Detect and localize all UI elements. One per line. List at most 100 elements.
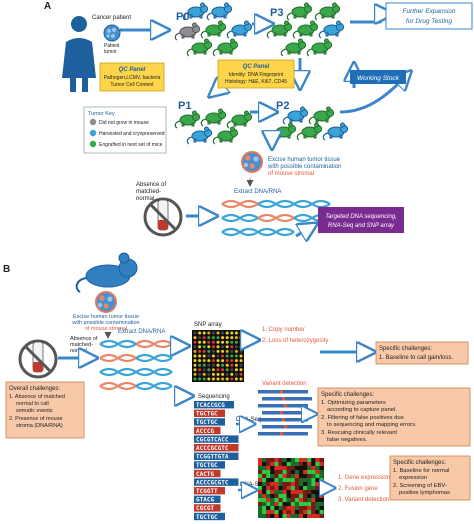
tumor-key-item-1: Did not grow in mouse xyxy=(99,120,149,126)
heatmap-cell xyxy=(274,498,279,502)
read-sequence: ACCCGCGTC xyxy=(196,479,229,486)
absence-b-line-2: matched- xyxy=(70,342,93,348)
heatmap-cell xyxy=(258,470,263,474)
variant-mark xyxy=(282,397,285,401)
heatmap-cell xyxy=(262,470,267,474)
heatmap-cell xyxy=(303,474,308,478)
expansion-line-1: Further Expansion xyxy=(402,8,455,15)
heatmap-cell xyxy=(299,490,304,494)
heatmap-cell xyxy=(286,506,291,510)
heatmap-cell xyxy=(319,502,324,506)
heatmap-cell xyxy=(282,474,287,478)
heatmap-cell xyxy=(290,494,295,498)
patient-label: Cancer patient xyxy=(92,15,131,21)
qc-panel-1-title: QC Panel xyxy=(119,67,146,73)
heatmap-cell xyxy=(258,506,263,510)
heatmap-cell xyxy=(286,458,291,462)
expansion-line-2: for Drug Testing xyxy=(406,18,452,25)
read-bar xyxy=(194,401,234,409)
heatmap-cell xyxy=(278,482,283,486)
heatmap-cell xyxy=(278,498,283,502)
heatmap-cell xyxy=(319,474,324,478)
heatmap-cell xyxy=(278,486,283,490)
tumor-key-item-2: Harvested and cryopreserved xyxy=(99,131,165,137)
heatmap-cell xyxy=(270,478,275,482)
heatmap-cell xyxy=(270,482,275,486)
heatmap-cell xyxy=(307,498,312,502)
heatmap-cell xyxy=(294,506,299,510)
heatmap-cell xyxy=(311,478,316,482)
heatmap-cell xyxy=(258,498,263,502)
targeted-line-2: RNA-Seq and SNP array xyxy=(328,223,395,229)
heatmap-cell xyxy=(319,506,324,510)
spec2-line-4: to sequencing and mapping errors. xyxy=(327,422,417,428)
read-sequence: TGCTGC xyxy=(196,411,218,418)
heatmap-cell xyxy=(294,498,299,502)
heatmap-cell xyxy=(303,506,308,510)
heatmap-cell xyxy=(270,514,275,518)
working-stock-box xyxy=(350,70,406,84)
heatmap-cell xyxy=(319,462,324,466)
targeted-line-1: Targeted DNA sequencing, xyxy=(325,214,397,220)
heatmap-cell xyxy=(303,470,308,474)
heatmap-cell xyxy=(303,458,308,462)
heatmap-cell xyxy=(311,490,316,494)
heatmap-cell xyxy=(270,506,275,510)
working-stock-label: Working Stock xyxy=(357,75,400,82)
dnaseq-label: DNA-Seq xyxy=(236,417,261,423)
heatmap-cell xyxy=(278,470,283,474)
heatmap-cell xyxy=(258,502,263,506)
spec2-line-5: 3. Rescuing clinically relevant xyxy=(321,430,397,436)
read-bar xyxy=(194,426,221,435)
read-sequence: TCACCGCG xyxy=(196,402,225,409)
heatmap-cell xyxy=(286,486,291,490)
heatmap-cell xyxy=(311,502,316,506)
heatmap-cell xyxy=(266,498,271,502)
heatmap-cell xyxy=(311,514,316,518)
heatmap-cell xyxy=(294,490,299,494)
no-normal-sign-b xyxy=(18,339,58,379)
variant-mark xyxy=(280,390,283,394)
heatmap-cell xyxy=(258,490,263,494)
heatmap-cell xyxy=(307,494,312,498)
heatmap-cell xyxy=(286,474,291,478)
heatmap-cell xyxy=(315,486,320,490)
heatmap-cell xyxy=(315,498,320,502)
snp-result-2: 2. Loss of heterozygosity xyxy=(262,338,328,344)
heatmap-cell xyxy=(262,498,267,502)
heatmap-cell xyxy=(319,510,324,514)
spec1-line-1: 1. Baseline to call gain/loss. xyxy=(379,355,453,361)
heatmap-cell xyxy=(290,502,295,506)
heatmap-cell xyxy=(258,482,263,486)
heatmap-cell xyxy=(262,478,267,482)
spec2-line-3: 2. Filtering of false positives due xyxy=(321,415,404,421)
heatmap-cell xyxy=(266,502,271,506)
dna-strands-b xyxy=(98,339,174,391)
heatmap-cell xyxy=(290,462,295,466)
heatmap-cell xyxy=(294,478,299,482)
heatmap-cell xyxy=(270,462,275,466)
variant-mark xyxy=(284,425,287,429)
read-bar xyxy=(194,409,225,417)
stage-p3: P3 xyxy=(270,7,283,19)
heatmap-cell xyxy=(266,506,271,510)
heatmap-cell xyxy=(311,482,316,486)
heatmap-cell xyxy=(294,482,299,486)
heatmap-cell xyxy=(303,478,308,482)
spec3-line-2: expression xyxy=(399,475,427,481)
snp-result-1: 1. Copy number xyxy=(262,327,305,333)
heatmap-cell xyxy=(274,478,279,482)
excise-b-line-3: of mouse stromal xyxy=(85,326,127,332)
heatmap-cell xyxy=(262,514,267,518)
heatmap-cell xyxy=(282,498,287,502)
heatmap-cell xyxy=(286,514,291,518)
heatmap-cell xyxy=(282,494,287,498)
heatmap-cell xyxy=(282,506,287,510)
variant-mark xyxy=(280,432,283,436)
read-sequence: TGCTGC xyxy=(196,419,218,426)
alignment-read xyxy=(262,411,312,415)
qc-panel-2-line-2: Histology: H&E, Ki67, CD45 xyxy=(225,79,287,85)
heatmap-cell xyxy=(294,462,299,466)
heatmap-cell xyxy=(278,514,283,518)
read-bar xyxy=(194,504,221,512)
